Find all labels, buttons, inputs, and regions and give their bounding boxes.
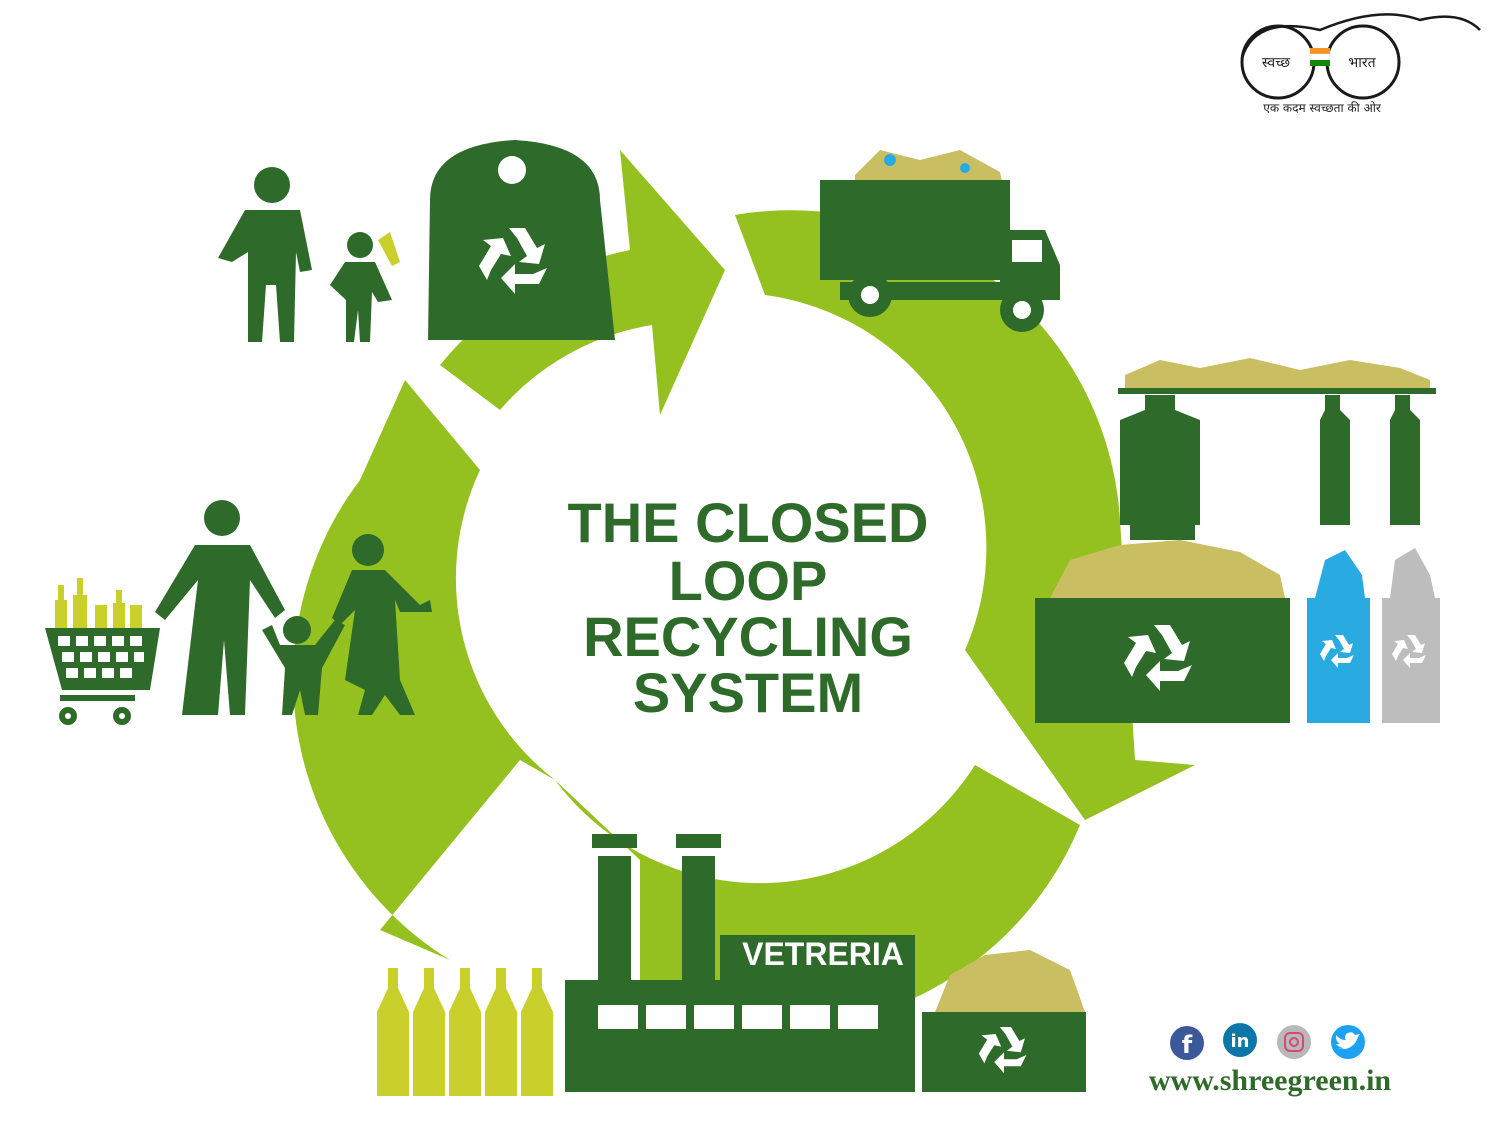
logo-left-word: स्वच्छ bbox=[1262, 55, 1291, 71]
sorting-machine-icon bbox=[1035, 358, 1440, 723]
swachh-bharat-logo: स्वच्छ भारत एक कदम स्वच्छता की ओर bbox=[1240, 13, 1481, 115]
social-icons: f in bbox=[1170, 1023, 1365, 1060]
truck-icon bbox=[820, 150, 1060, 332]
logo-tagline: एक कदम स्वच्छता की ओर bbox=[1263, 101, 1382, 115]
factory-icon: VETRERIA bbox=[377, 834, 1086, 1096]
arrow-left bbox=[293, 380, 555, 960]
logo-right-word: भारत bbox=[1348, 55, 1376, 71]
family-and-bin-icon bbox=[218, 140, 615, 342]
title-line-4: SYSTEM bbox=[633, 661, 863, 724]
website-url[interactable]: www.shreegreen.in bbox=[1149, 1064, 1392, 1097]
bottles-row bbox=[377, 968, 553, 1096]
center-title: THE CLOSED LOOP RECYCLING SYSTEM bbox=[568, 491, 929, 724]
tricolor-saffron bbox=[1310, 48, 1330, 54]
linkedin-icon[interactable]: in bbox=[1223, 1023, 1257, 1057]
factory-sign: VETRERIA bbox=[742, 936, 904, 972]
instagram-icon[interactable] bbox=[1277, 1025, 1311, 1059]
facebook-icon[interactable]: f bbox=[1170, 1026, 1204, 1060]
tricolor-green bbox=[1310, 60, 1330, 66]
title-line-1: THE CLOSED bbox=[568, 491, 929, 554]
shopping-family-icon bbox=[45, 500, 432, 725]
tricolor-white bbox=[1309, 53, 1331, 61]
svg-text:in: in bbox=[1231, 1031, 1250, 1052]
title-line-2: LOOP bbox=[669, 549, 828, 612]
twitter-icon[interactable] bbox=[1331, 1025, 1365, 1059]
title-line-3: RECYCLING bbox=[583, 605, 913, 668]
svg-text:f: f bbox=[1182, 1031, 1193, 1059]
